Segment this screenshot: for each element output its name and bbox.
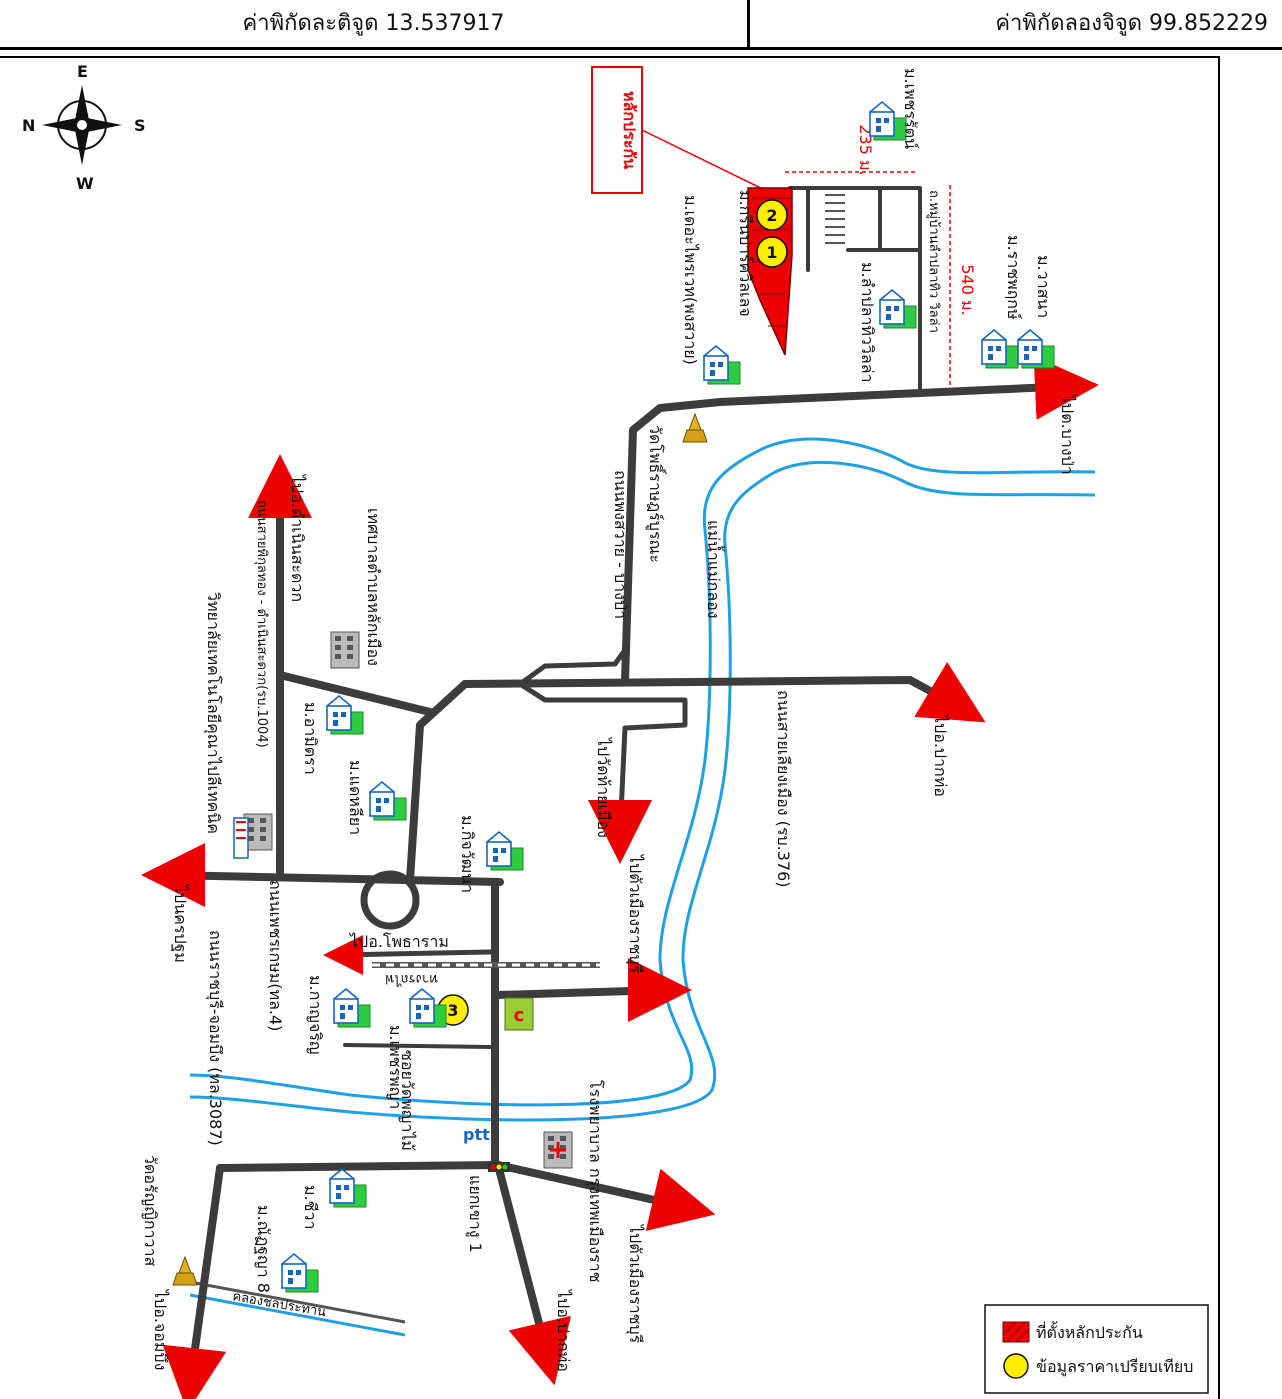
svg-text:3: 3 bbox=[447, 1001, 458, 1020]
label-to-ratchaburi2: ไปตัวเมืองราชบุรี bbox=[625, 1223, 645, 1344]
label-to-paktho2: ไปอ.ปากท่อ bbox=[554, 1288, 573, 1372]
label-hospital: โรงพยาบาล กรุงเทพเมืองราช bbox=[585, 1080, 605, 1283]
svg-text:540 ม.: 540 ม. bbox=[958, 264, 977, 315]
collateral-callout: หลักประกัน bbox=[591, 66, 776, 196]
label-village-lampla: ม.ลำปลาทิววิลล่า bbox=[858, 262, 877, 382]
house-icon bbox=[981, 329, 1019, 369]
map-frame bbox=[0, 56, 1220, 1399]
label-canal: คลองชลประทาน bbox=[231, 1289, 327, 1320]
label-road-376: ถนนสายเลียงเมือง (รบ.376) bbox=[774, 690, 793, 888]
legend-comparison: ข้อมูลราคาเปรียบเทียบ bbox=[1036, 1357, 1193, 1377]
house-icon bbox=[486, 831, 524, 871]
label-road-3087: ถนนราชบุรี-จอมบึง (ทล.3087) bbox=[205, 930, 225, 1146]
label-municipality: เทศบาลตำบลหลักเมือง bbox=[364, 508, 383, 666]
label-soi-lampla: ถ.หมู่บ้านลำปลาทิว วิลล่า bbox=[926, 190, 941, 333]
label-village-chiwa: ม.ชีวา bbox=[301, 1185, 320, 1229]
svg-text:c: c bbox=[514, 1005, 525, 1026]
longitude-label: ค่าพิกัดลองจิจูด 99.852229 bbox=[995, 11, 1268, 36]
compass-rose: N S E W bbox=[22, 62, 146, 193]
label-village-green-park: ม.กรีนปาร์ควิลเลจ bbox=[736, 190, 755, 317]
svg-text:1: 1 bbox=[766, 243, 777, 262]
label-village-kanchana: ม.กาญจริญ bbox=[306, 975, 325, 1055]
marker-1: 1 bbox=[756, 236, 788, 268]
house-icon bbox=[1017, 329, 1055, 369]
compass-e: E bbox=[77, 62, 88, 81]
label-road-1004: ถนนสายพิกุลทอง - ดำเนินสะดวก(รบ.1004) bbox=[254, 500, 269, 748]
river-main bbox=[189, 437, 1096, 1122]
traffic-light-icon bbox=[488, 1162, 510, 1172]
house-icon bbox=[333, 988, 371, 1028]
compass-w: W bbox=[76, 174, 94, 193]
label-to-wat-thaimuang: ไปวัดท้ายเมือง bbox=[594, 736, 613, 838]
house-icon bbox=[326, 695, 364, 735]
compass-s: S bbox=[134, 116, 146, 135]
house-icon bbox=[281, 1253, 319, 1293]
label-wat-aranyik: วัดอรัญญิกาวาส bbox=[141, 1155, 160, 1266]
house-icon bbox=[879, 289, 917, 329]
label-to-damnoen: ไปอ.ดำเนินสะดวก bbox=[288, 473, 307, 602]
irrigation-canal bbox=[189, 1280, 406, 1337]
latitude-label: ค่าพิกัดละติจูด 13.537917 bbox=[0, 0, 750, 47]
house-icon bbox=[329, 1168, 367, 1208]
hospital-icon bbox=[543, 1131, 573, 1169]
svg-text:235 ม.: 235 ม. bbox=[856, 124, 875, 175]
gas-station-icon: c bbox=[504, 997, 534, 1031]
label-to-nakhonpathom: ไปนครปฐม bbox=[171, 883, 190, 963]
label-wat-phothi: วัดโพธิ์ราษฎร์บูรณะ bbox=[645, 425, 667, 563]
label-village-wattana: ม.วาสนา bbox=[1034, 255, 1053, 318]
marker-2: 2 bbox=[756, 199, 788, 231]
label-soi-wat-phaya: ซอยวัดพญาไม้ bbox=[398, 1050, 417, 1151]
distance-540: 540 ม. bbox=[949, 185, 977, 388]
label-railway: ทางรถไฟ bbox=[385, 971, 438, 987]
label-river: แม่น้ำแม่กลอง bbox=[704, 520, 725, 619]
label-college: วิทยาลัยเทคโนโลยีคุณาไปลีเทคนิค bbox=[203, 592, 223, 834]
house-icon bbox=[869, 101, 907, 141]
label-village-ratchaphruek: ม.ราชพฤกษ์ bbox=[1004, 235, 1023, 320]
label-to-chombueng: ไปอ.จอมบึง bbox=[151, 1288, 170, 1370]
house-icon bbox=[703, 345, 741, 385]
ptt-logo: ptt bbox=[463, 1125, 490, 1144]
legend-collateral: ที่ตั้งหลักประกัน bbox=[1036, 1321, 1143, 1342]
house-icon bbox=[409, 988, 447, 1028]
label-to-bangpa: ไปต.บางป่า bbox=[1058, 393, 1077, 475]
label-village-phetphaya: ม.เพชรพญา bbox=[386, 1025, 405, 1109]
temple-icon bbox=[682, 413, 708, 443]
label-village-dalia: ม.แดหลียา bbox=[346, 760, 365, 835]
house-icon bbox=[369, 781, 407, 821]
coordinate-header: ค่าพิกัดละติจูด 13.537917 ค่าพิกัดลองจิจ… bbox=[0, 0, 1282, 50]
label-village-kitwattana: ม.กิจวัฒนา bbox=[458, 815, 477, 893]
label-village-nanya: ม.ณัฏฐญา 8 bbox=[254, 1205, 273, 1293]
label-village-amitra: ม.อามิตรา bbox=[301, 702, 320, 775]
label-village-phetcharat: ม.เพชรรัตน์ bbox=[901, 68, 920, 149]
college-flag-icon bbox=[233, 817, 249, 859]
label-village-phrai: ม.เดอะไพรเวท(พงสวาย) bbox=[681, 195, 700, 365]
collateral-label: หลักประกัน bbox=[620, 91, 639, 169]
building-icon bbox=[330, 631, 360, 669]
label-junction: แยกเขางู 1 bbox=[465, 1175, 485, 1253]
label-to-photharam: ไปอ.โพธาราม bbox=[348, 932, 449, 951]
label-to-paktho: ไปอ.ปากท่อ bbox=[931, 713, 950, 797]
svg-text:2: 2 bbox=[766, 206, 777, 225]
label-road-pongsawai: ถนนพงสวาย - บางป่า bbox=[611, 470, 630, 619]
label-road-phetkasem: ถนนเพชรเกษม(ทล.4) bbox=[266, 880, 285, 1031]
parking-lines bbox=[825, 194, 845, 244]
temple-icon bbox=[172, 1256, 198, 1286]
distance-235: 235 ม. bbox=[785, 124, 918, 176]
label-to-ratchaburi: ไปตัวเมืองราชบุรี bbox=[625, 853, 645, 974]
road-arrows bbox=[141, 454, 986, 1399]
compass-n: N bbox=[22, 116, 35, 135]
legend: ที่ตั้งหลักประกัน ข้อมูลราคาเปรียบเทียบ bbox=[984, 1304, 1209, 1394]
